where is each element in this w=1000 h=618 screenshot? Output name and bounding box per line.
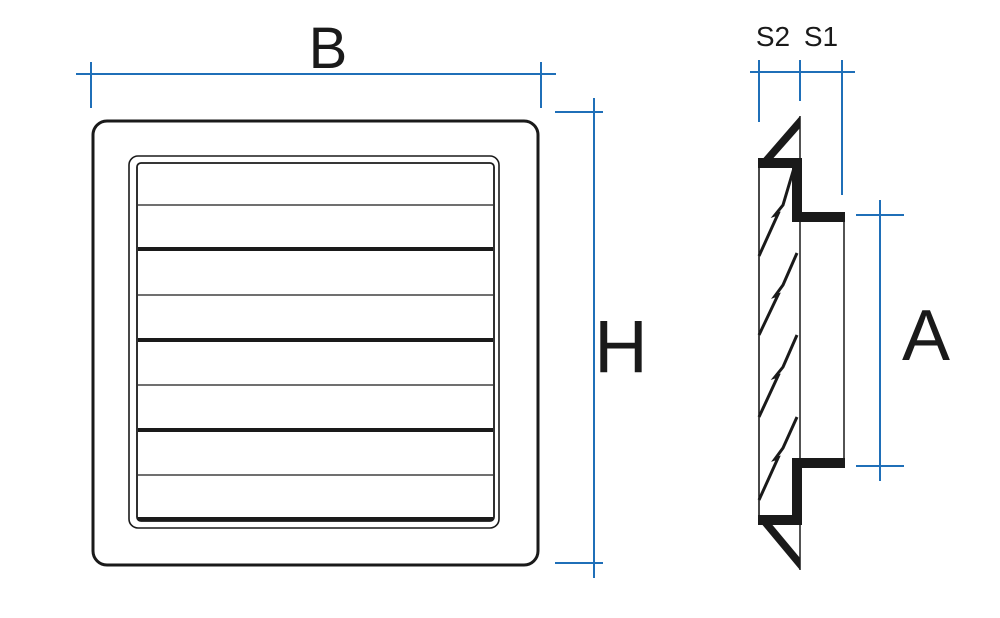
louver-thin-lines — [138, 204, 493, 476]
bottom-bar — [758, 515, 802, 525]
louver-blade — [757, 167, 796, 257]
top-bar — [758, 158, 802, 168]
dimension-label-s1: S1 — [804, 21, 838, 52]
spigot-bottom — [792, 458, 845, 468]
side-louvers — [757, 167, 799, 501]
dimension-label-h: H — [594, 305, 647, 388]
inner-frame-outer — [128, 155, 500, 529]
louver-blade — [757, 416, 799, 501]
side-view — [757, 116, 845, 570]
louver-blade — [757, 252, 799, 336]
bottom-flange — [760, 522, 800, 570]
dimension-label-b: B — [309, 16, 348, 81]
dimension-label-s2: S2 — [756, 21, 790, 52]
louver-blade — [757, 334, 799, 418]
louver-thick-edges — [138, 247, 493, 521]
spigot-top — [792, 212, 845, 222]
top-flange — [760, 116, 800, 162]
outer-frame — [91, 119, 540, 567]
dimension-s — [750, 60, 855, 195]
dimension-b — [76, 62, 556, 108]
dimension-h — [555, 98, 603, 578]
dimension-label-a: A — [902, 296, 950, 376]
front-view — [91, 119, 540, 567]
dimension-a — [856, 200, 904, 481]
